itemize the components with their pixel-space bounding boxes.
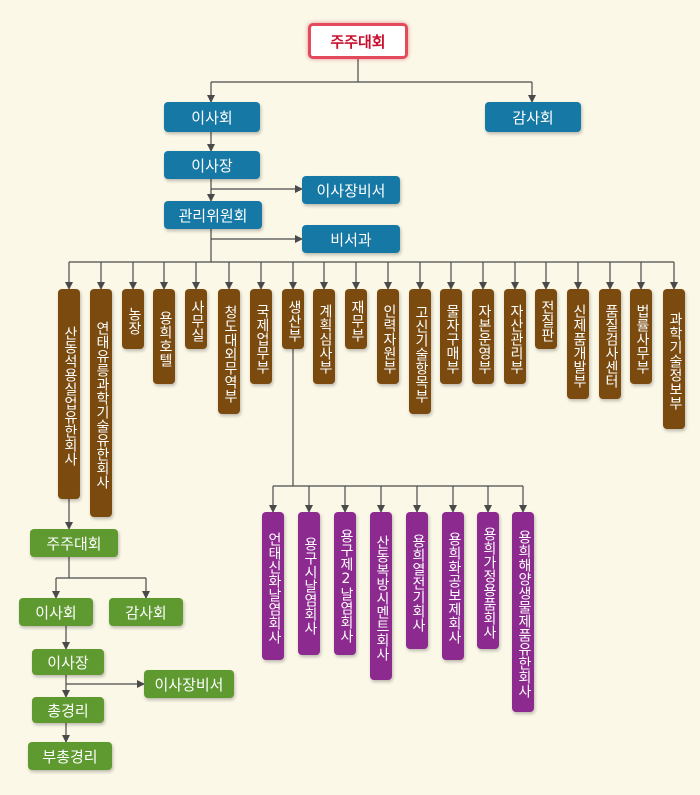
root-shareholders-box[interactable]: 주주대회 <box>308 23 408 59</box>
audit-label: 감사회 <box>512 108 554 127</box>
company-6[interactable]: 용희화공보제회사 <box>442 512 464 660</box>
sub-chairman-box[interactable]: 이사장 <box>32 649 104 675</box>
company-7[interactable]: 용희가정용품회사 <box>477 512 499 649</box>
company-5[interactable]: 용희열전기회사 <box>406 512 428 649</box>
department-1[interactable]: 산동석용실업유한회사 <box>58 289 80 499</box>
company-3[interactable]: 용구제2날염회사 <box>334 512 356 655</box>
department-12[interactable]: 고신기술항목부 <box>409 289 431 414</box>
company-4[interactable]: 산동복방시멘트회사 <box>370 512 392 680</box>
department-3[interactable]: 농장 <box>122 289 144 349</box>
sub-chairman-label: 이사장 <box>47 653 89 672</box>
department-9[interactable]: 계획심사부 <box>313 289 335 384</box>
chairman-secretary-label: 이사장비서 <box>316 181 386 200</box>
department-20[interactable]: 과학기술정보부 <box>663 289 685 429</box>
secretariat-label: 비서과 <box>330 230 372 249</box>
chairman-label: 이사장 <box>191 156 233 175</box>
sub-audit-label: 감사회 <box>125 603 167 622</box>
department-2[interactable]: 연태유릉과학기술유한회사 <box>90 289 112 517</box>
audit-box[interactable]: 감사회 <box>485 102 581 132</box>
company-2[interactable]: 용구시날염회사 <box>298 512 320 655</box>
department-6[interactable]: 청도대외무역부 <box>218 289 240 414</box>
department-5[interactable]: 사무실 <box>185 289 207 349</box>
sub-shareholders-box[interactable]: 주주대회 <box>30 529 118 557</box>
sub-deputy-general-manager-label: 부총경리 <box>42 747 98 766</box>
department-14[interactable]: 자본운영부 <box>472 289 494 384</box>
company-1[interactable]: 언태신화날염회사 <box>262 512 284 660</box>
board-label: 이사회 <box>191 108 233 127</box>
sub-audit-box[interactable]: 감사회 <box>109 598 183 626</box>
sub-general-manager-box[interactable]: 총경리 <box>32 697 104 723</box>
management-committee-label: 관리위원회 <box>178 206 248 225</box>
department-13[interactable]: 물자구매부 <box>440 289 462 384</box>
department-16[interactable]: 전질판 <box>535 289 557 349</box>
department-17[interactable]: 신제품개발부 <box>567 289 589 399</box>
chairman-secretary-box[interactable]: 이사장비서 <box>302 176 400 204</box>
sub-chairman-secretary-label: 이사장비서 <box>154 675 224 694</box>
department-4[interactable]: 용희호텔 <box>153 289 175 384</box>
root-shareholders-label: 주주대회 <box>330 32 386 51</box>
department-19[interactable]: 법률사무부 <box>630 289 652 384</box>
department-7[interactable]: 국제업무부 <box>250 289 272 384</box>
board-box[interactable]: 이사회 <box>164 102 260 132</box>
chairman-box[interactable]: 이사장 <box>164 151 260 179</box>
department-8[interactable]: 생산부 <box>282 289 304 349</box>
company-8[interactable]: 용희해양생물제품유한회사 <box>512 512 534 712</box>
sub-board-label: 이사회 <box>35 603 77 622</box>
sub-general-manager-label: 총경리 <box>47 701 89 720</box>
management-committee-box[interactable]: 관리위원회 <box>164 201 262 229</box>
secretariat-box[interactable]: 비서과 <box>302 225 400 253</box>
department-18[interactable]: 품질검사센터 <box>599 289 621 399</box>
sub-chairman-secretary-box[interactable]: 이사장비서 <box>144 670 234 698</box>
sub-shareholders-label: 주주대회 <box>46 534 102 553</box>
department-15[interactable]: 자산관리부 <box>504 289 526 384</box>
sub-board-box[interactable]: 이사회 <box>19 598 93 626</box>
department-10[interactable]: 재무부 <box>345 289 367 349</box>
department-11[interactable]: 인력자원부 <box>377 289 399 384</box>
sub-deputy-general-manager-box[interactable]: 부총경리 <box>28 742 112 770</box>
